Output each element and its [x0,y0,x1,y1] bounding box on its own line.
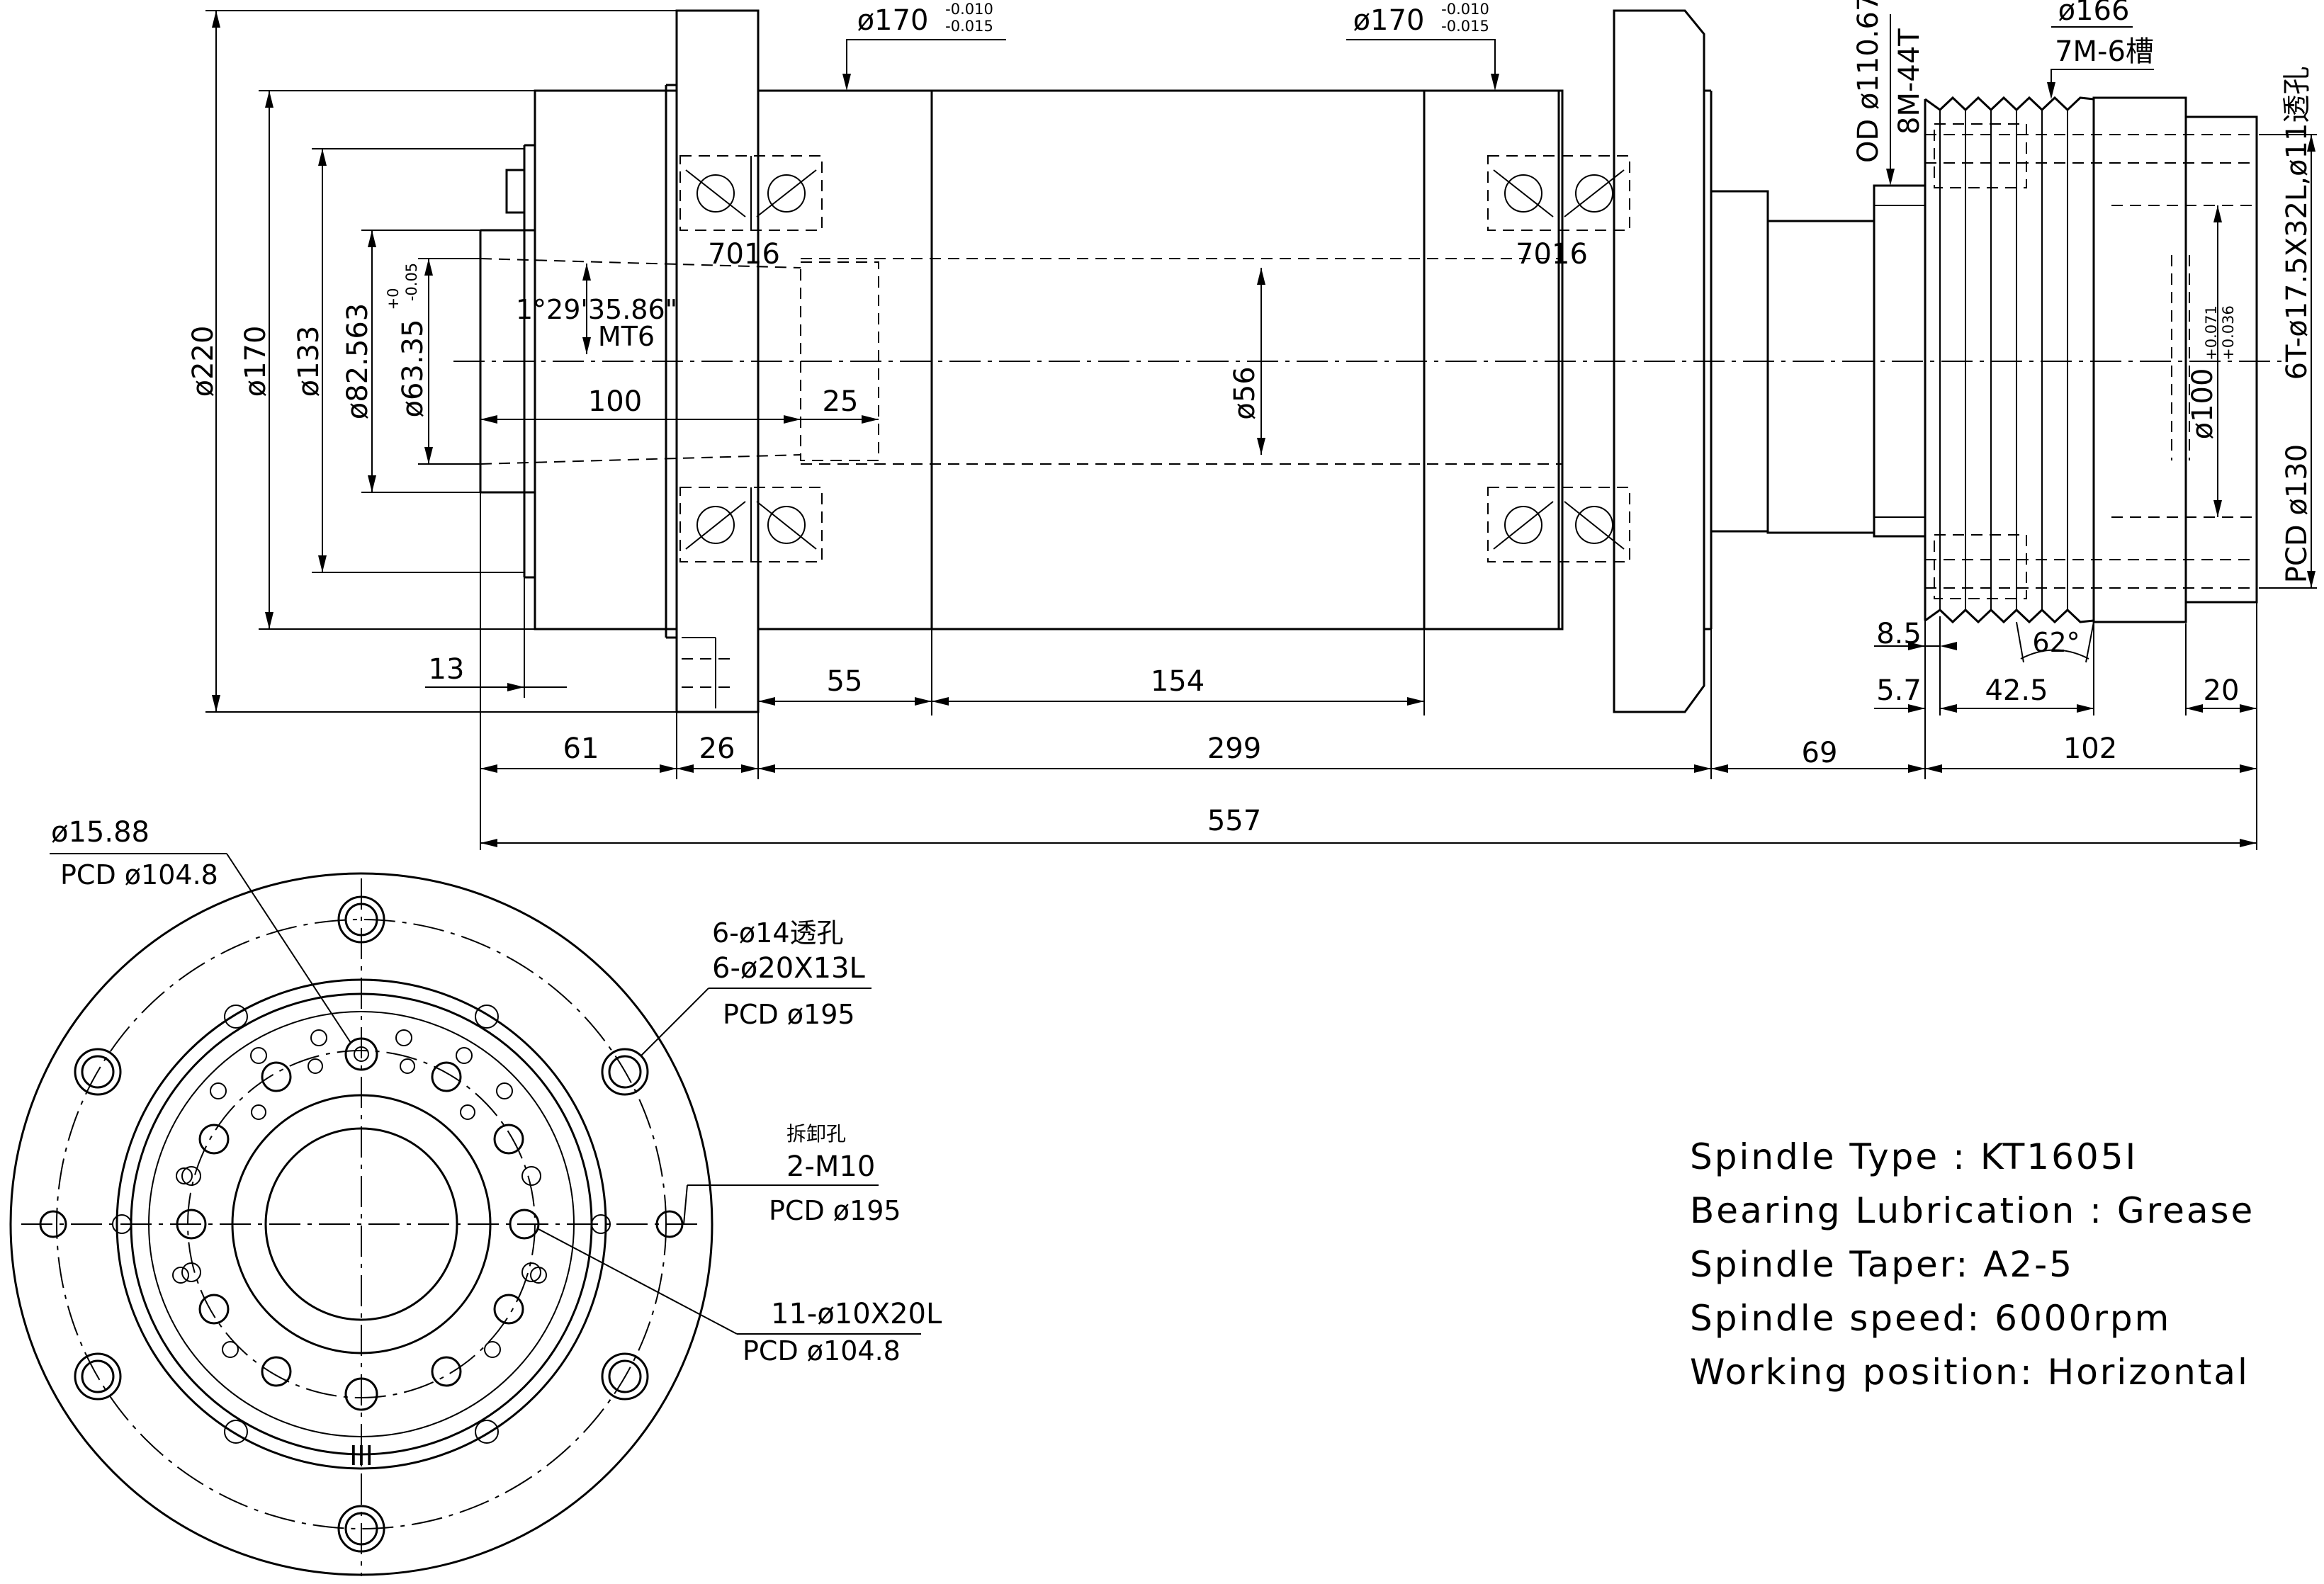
callout-removal: 拆卸孔 [786,1122,846,1145]
top-callouts: ø170 -0.010 -0.015 ø170 -0.010 -0.015 ø1… [842,0,2154,186]
pulley-od-label: OD ø110.67 [1852,0,1885,163]
spec-spindle-speed: Spindle speed: 6000rpm [1690,1298,2171,1339]
dim-d63-tol-lower: -0.05 [403,263,420,301]
dim-d82: ø82.563 [342,303,374,419]
angle-62: 62° [2032,627,2080,658]
rear-bearing-top [1487,155,1630,231]
rear-bearing-bottom [1487,487,1630,562]
spec-bearing-lubrication: Bearing Lubrication : Grease [1690,1190,2255,1231]
front-bearing-top [679,155,823,231]
callout-pins-pcd: PCD ø104.8 [743,1335,901,1367]
callout-outer-pcd: PCD ø195 [723,999,855,1030]
dim-102: 102 [2063,732,2117,765]
mid-ring-holes [181,1005,541,1444]
bolt-hole-callout: 6T-ø17.5X32L,ø11透孔 [2281,67,2313,380]
left-diameter-dims: ø220 ø170 ø133 ø82.563 ø63.35 +0 -0.05 1… [187,10,1265,713]
callout-hole-15: ø15.88 [51,816,150,849]
body-rear-seat [1423,89,1564,630]
dim-od-170-b: ø170 [1353,4,1425,37]
dim-154: 154 [1151,665,1205,698]
dim-d100-tol-lower: +0.036 [2220,305,2237,361]
front-view-callouts: ø15.88 PCD ø104.8 6-ø14透孔 6-ø20X13L PCD … [50,816,942,1471]
outer-bolt-holes [39,895,684,1553]
dim-299: 299 [1207,732,1261,765]
dim-42-5: 42.5 [1985,674,2048,707]
dim-13: 13 [429,653,465,686]
bearing-label-front: 7016 [708,238,780,271]
callout-counterbore: 6-ø20X13L [712,952,866,985]
pulley-grooves-bottom [1924,608,2094,624]
rear-flange [1613,9,1705,713]
pulley-grooves-top [1924,96,2094,112]
dim-od-170-b-tol-lower: -0.015 [1441,18,1489,35]
dim-depth-100: 100 [588,385,642,418]
dim-od-166: ø166 [2058,0,2130,27]
dim-od-170-a-tol-upper: -0.010 [945,1,993,18]
spec-spindle-taper: Spindle Taper: A2-5 [1690,1244,2074,1285]
front-bore [264,1127,458,1321]
dim-d100: ø100 [2187,368,2219,440]
spec-working-position: Working position: Horizontal [1690,1352,2250,1393]
dim-d170-left: ø170 [239,326,272,397]
dim-d220: ø220 [187,326,220,397]
bottom-dims: 55 154 61 26 299 69 102 557 [480,492,2257,850]
spindle-nose [534,89,678,630]
dim-26: 26 [699,732,735,765]
dim-55: 55 [827,665,863,698]
dim-20: 20 [2204,674,2240,707]
dim-pcd-130: PCD ø130 [2281,444,2313,583]
bearing-label-rear: 7016 [1516,238,1588,271]
dim-5-7: 5.7 [1876,674,1922,707]
dim-depth-25: 25 [823,385,859,418]
dim-d63: ø63.35 [397,319,429,418]
orientation-mark: III [349,1440,373,1471]
spindle-housing [930,89,1426,630]
callout-pins: 11-ø10X20L [771,1298,942,1330]
spec-spindle-type: Spindle Type : KT1605I [1690,1136,2138,1177]
taper-name: MT6 [598,321,655,352]
body-front-seat [757,89,933,630]
shaft-end [2184,115,2258,604]
dim-d133: ø133 [293,326,325,397]
callout-through-holes: 6-ø14透孔 [712,917,844,949]
callout-m10: 2-M10 [786,1150,875,1183]
dim-total-557: 557 [1207,805,1261,837]
dim-d63-tol-upper: +0 [385,288,402,310]
dim-od-170-b-tol-upper: -0.010 [1441,1,1489,18]
taper-angle: 1°29'35.86" [516,294,677,325]
front-outer-flange [9,872,713,1576]
callout-m10-pcd: PCD ø195 [769,1195,901,1226]
inner-pin-holes [172,1029,547,1411]
dim-d56: ø56 [1229,366,1261,419]
callout-hole-pcd: PCD ø104.8 [60,859,218,890]
dim-d100-tol-upper: +0.071 [2203,305,2220,361]
dim-8-5: 8.5 [1876,618,1922,650]
dim-61: 61 [563,732,599,765]
rear-shaft [1766,220,1875,534]
front-bore-outer [231,1094,492,1354]
spindle-side-view: 7016 7016 [187,0,2317,850]
spindle-front-view: ø15.88 PCD ø104.8 6-ø14透孔 6-ø20X13L PCD … [9,816,942,1576]
dim-od-170-a: ø170 [857,4,929,37]
front-bearing-bottom [679,487,823,562]
dim-69: 69 [1802,737,1838,769]
pulley-teeth-label: 8M-44T [1893,28,1926,135]
right-dims: ø100 +0.071 +0.036 PCD ø130 6T-ø17.5X32L… [1874,67,2317,715]
dim-od-170-a-tol-lower: -0.015 [945,18,993,35]
belt-groove-label: 7M-6槽 [2055,35,2154,68]
spec-block: Spindle Type : KT1605I Bearing Lubricati… [1690,1136,2255,1393]
pulley-body [2092,96,2187,623]
